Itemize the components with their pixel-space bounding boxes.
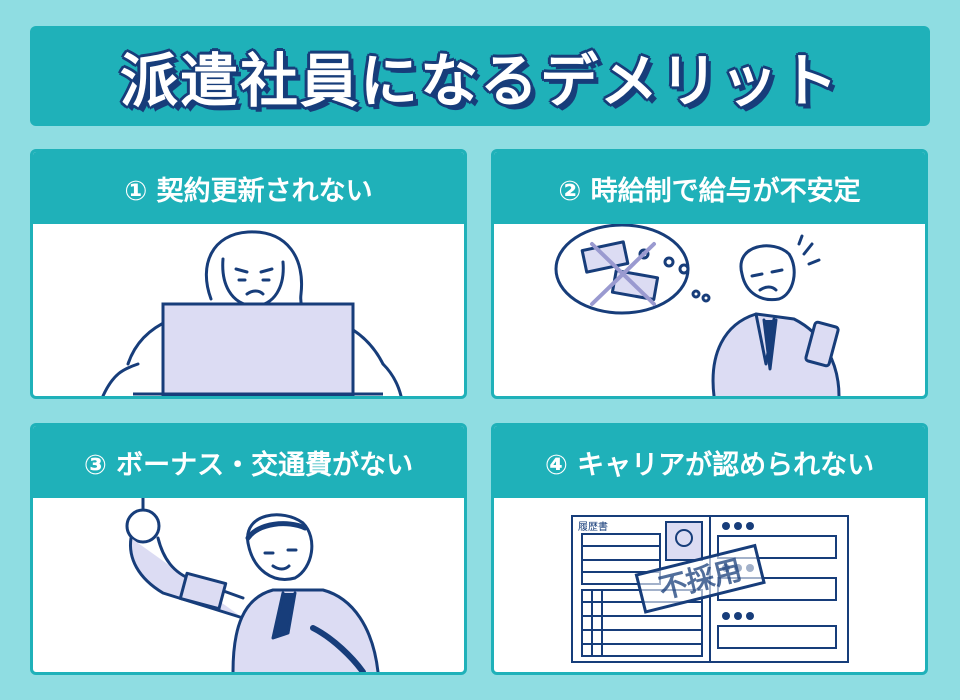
card-no-bonus-transport: ③ ボーナス・交通費がない: [30, 423, 467, 675]
man-head: [246, 513, 314, 581]
man-commuting-strap-illustration: [125, 498, 380, 672]
page-title: 派遣社員になるデメリット: [119, 47, 840, 115]
card-label: ② 時給制で給与が不安定: [558, 175, 861, 207]
title-banner: 派遣社員になるデメリット: [30, 26, 930, 126]
card-illustration: [33, 224, 464, 396]
resume-heading: 履歴書: [578, 520, 608, 533]
card-header: ④ キャリアが認められない: [494, 426, 925, 498]
card-header: ② 時給制で給与が不安定: [494, 152, 925, 224]
thought-bubble: [554, 224, 690, 315]
card-unstable-hourly-pay: ② 時給制で給与が不安定: [491, 149, 928, 399]
card-label: ① 契約更新されない: [124, 175, 373, 207]
card-label: ④ キャリアが認められない: [544, 449, 875, 481]
face-outline: [221, 257, 285, 308]
card-header: ③ ボーナス・交通費がない: [33, 426, 464, 498]
resume-rejected-stamp-illustration: 履歴書 不採用: [571, 515, 849, 663]
photo-placeholder: [665, 521, 703, 561]
smartphone-icon: [178, 571, 228, 611]
anxious-man-phone-money-illustration: [554, 224, 841, 396]
card-career-not-recognized: ④ キャリアが認められない: [491, 423, 928, 675]
card-contract-not-renewed: ① 契約更新されない: [30, 149, 467, 399]
man-head: [739, 244, 796, 302]
worried-woman-laptop-illustration: [101, 230, 403, 396]
card-illustration: [33, 498, 464, 672]
hand-strap-icon: [125, 508, 161, 544]
card-label: ③ ボーナス・交通費がない: [83, 449, 414, 481]
smartphone-icon: [804, 320, 840, 368]
card-header: ① 契約更新されない: [33, 152, 464, 224]
card-illustration: [494, 224, 925, 396]
laptop-icon: [161, 302, 355, 396]
card-illustration: 履歴書 不採用: [494, 498, 925, 672]
